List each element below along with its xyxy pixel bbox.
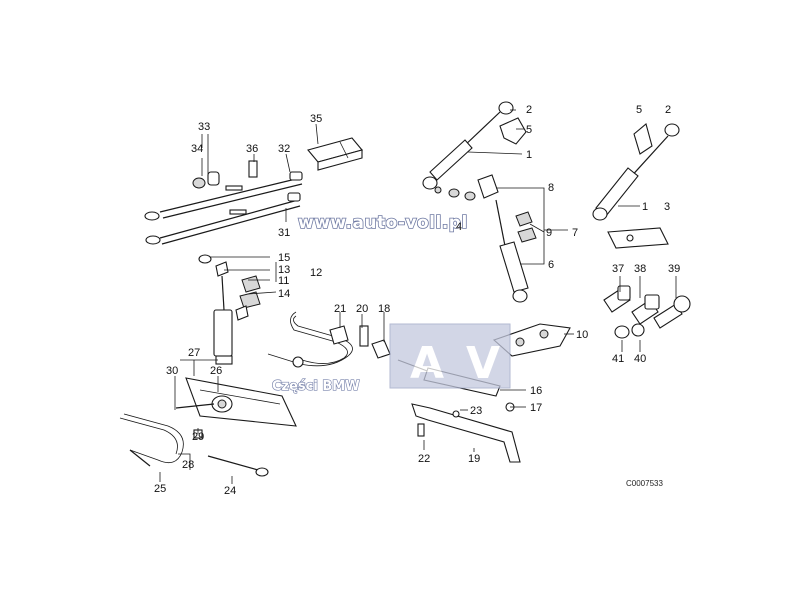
label-1: 1: [526, 149, 532, 161]
label-13: 13: [278, 264, 290, 276]
lock-bracket: [411, 403, 521, 463]
label-27: 27: [188, 347, 200, 359]
diagram-code: C0007533: [626, 479, 663, 488]
label-24: 24: [224, 485, 236, 497]
release-cable-loop: [267, 311, 391, 368]
label-8: 8: [548, 182, 554, 194]
label-31: 31: [278, 227, 290, 239]
label-5-right: 5: [636, 104, 642, 116]
hood-release-cables: [144, 171, 303, 245]
label-16: 16: [530, 385, 542, 397]
label-15: 15: [278, 252, 290, 264]
label-39: 39: [668, 263, 680, 275]
label-7: 7: [572, 227, 578, 239]
label-34: 34: [191, 143, 203, 155]
gas-strut-lower-center: [477, 174, 537, 303]
label-20: 20: [356, 303, 368, 315]
label-9: 9: [546, 227, 552, 239]
cable-bracket-35: [307, 137, 363, 171]
gas-strut-right: [592, 123, 680, 249]
label-19: 19: [468, 453, 480, 465]
label-25: 25: [154, 483, 166, 495]
gas-strut-center: [422, 101, 527, 201]
watermark-brand: Części BMW: [272, 379, 360, 394]
label-1-right: 1: [642, 201, 648, 213]
label-32: 32: [278, 143, 290, 155]
label-22: 22: [418, 453, 430, 465]
label-12: 12: [310, 267, 322, 279]
label-35: 35: [310, 113, 322, 125]
label-2: 2: [526, 104, 532, 116]
label-38: 38: [634, 263, 646, 275]
label-10: 10: [576, 329, 588, 341]
watermark-logo: A V: [389, 323, 511, 389]
label-33: 33: [198, 121, 210, 133]
label-23: 23: [470, 405, 482, 417]
label-18: 18: [378, 303, 390, 315]
watermark-url: www.auto-voll.pl: [298, 213, 468, 233]
label-11: 11: [278, 275, 289, 287]
release-handle: [175, 377, 297, 427]
label-36: 36: [246, 143, 258, 155]
label-28: 28: [182, 459, 194, 471]
label-4: 4: [456, 221, 462, 233]
label-5: 5: [526, 124, 532, 136]
label-14: 14: [278, 288, 290, 300]
label-37: 37: [612, 263, 624, 275]
label-17: 17: [530, 402, 542, 414]
label-41: 41: [612, 353, 624, 365]
callout-lines: [159, 109, 677, 484]
label-3: 3: [664, 201, 670, 213]
bolts-and-washers: [603, 285, 691, 339]
label-29: 29: [192, 431, 204, 443]
part-labels: 1 2 5 8 4 9 7 6 5 2 1 3 37 38 39 41 40 1…: [154, 104, 680, 497]
label-2-right: 2: [665, 104, 671, 116]
label-6: 6: [548, 259, 554, 271]
watermark-logo-letter-a: A: [410, 338, 444, 389]
cable-clips: [192, 160, 258, 189]
label-40: 40: [634, 353, 646, 365]
label-26: 26: [210, 365, 222, 377]
watermark-logo-letter-v: V: [466, 338, 500, 389]
label-30: 30: [166, 365, 178, 377]
label-21: 21: [334, 303, 346, 315]
support-rod-assembly: [198, 254, 261, 365]
